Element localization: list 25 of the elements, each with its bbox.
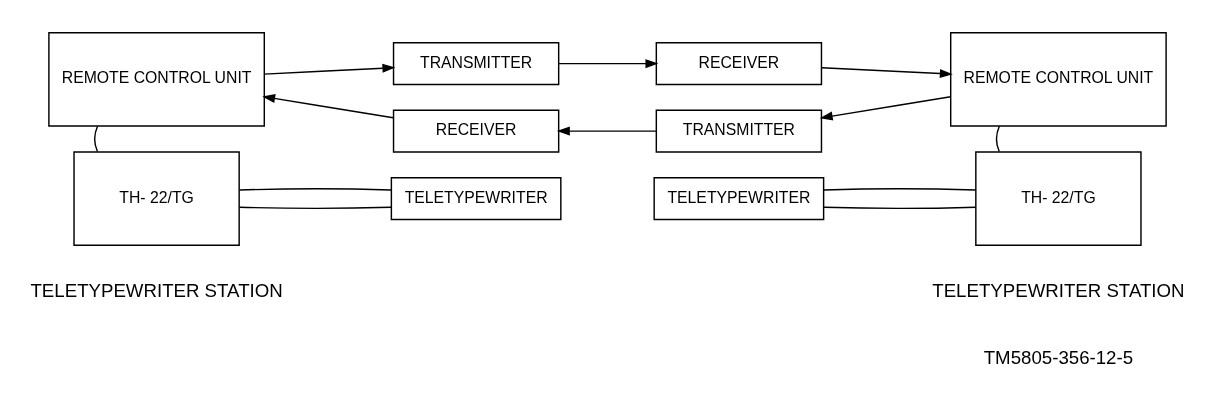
connector bbox=[238, 206, 392, 209]
label: TM5805-356-12-5 bbox=[983, 347, 1134, 369]
arrow bbox=[558, 59, 659, 69]
node-box: RECEIVER bbox=[655, 42, 823, 86]
node-box: TRANSMITTER bbox=[392, 42, 560, 86]
node-box: TH- 22/TG bbox=[73, 151, 240, 246]
connector bbox=[93, 125, 99, 153]
arrow bbox=[263, 63, 396, 75]
connector bbox=[823, 206, 977, 209]
arrow bbox=[556, 126, 657, 136]
label: TELETYPEWRITER STATION bbox=[932, 279, 1185, 301]
node-box: REMOTE CONTROL UNIT bbox=[48, 32, 266, 127]
connector bbox=[995, 125, 1001, 153]
node-box: TRANSMITTER bbox=[655, 109, 823, 153]
arrow bbox=[819, 96, 952, 121]
connector bbox=[823, 188, 977, 191]
node-box: TH- 22/TG bbox=[975, 151, 1142, 246]
connector bbox=[238, 188, 392, 191]
label: TELETYPEWRITER STATION bbox=[30, 279, 283, 301]
node-box: TELETYPEWRITER bbox=[390, 177, 562, 221]
arrow bbox=[262, 94, 394, 119]
node-box: RECEIVER bbox=[392, 109, 560, 153]
node-box: TELETYPEWRITER bbox=[653, 177, 825, 221]
arrow bbox=[821, 66, 953, 79]
node-box: REMOTE CONTROL UNIT bbox=[950, 32, 1167, 127]
